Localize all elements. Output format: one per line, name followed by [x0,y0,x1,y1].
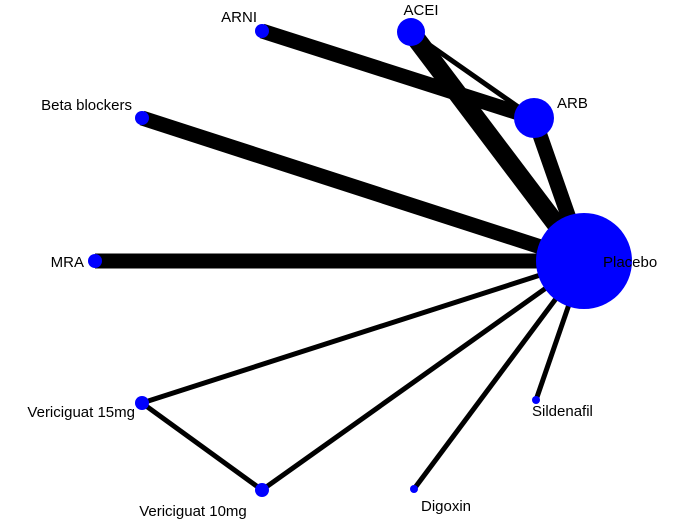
node-label-sildenafil: Sildenafil [532,403,593,420]
node-label-placebo: Placebo [603,254,657,271]
node-digoxin [410,485,418,493]
nodes-group [88,18,632,497]
node-placebo [536,213,632,309]
edge-acei-arb [409,29,536,121]
node-beta [135,111,149,125]
node-label-veri10: Vericiguat 10mg [139,503,247,520]
node-label-veri15: Vericiguat 15mg [27,404,135,421]
node-mra [88,254,102,268]
edge-arni-arb [259,23,537,126]
edge-beta-placebo [139,110,587,269]
node-arb [514,98,554,138]
node-acei [397,18,425,46]
node-label-arb: ARB [557,95,588,112]
edges-group [95,23,592,493]
node-label-arni: ARNI [221,9,257,26]
node-sildenafil [532,396,540,404]
node-arni [255,24,269,38]
edge-veri15-placebo [141,258,585,406]
edge-veri10-placebo [260,258,586,493]
edge-veri15-veri10 [140,400,264,493]
node-veri15 [135,396,149,410]
node-veri10 [255,483,269,497]
node-label-mra: MRA [51,254,84,271]
node-label-digoxin: Digoxin [421,498,471,515]
node-label-beta: Beta blockers [41,97,132,114]
node-label-acei: ACEI [403,2,438,19]
